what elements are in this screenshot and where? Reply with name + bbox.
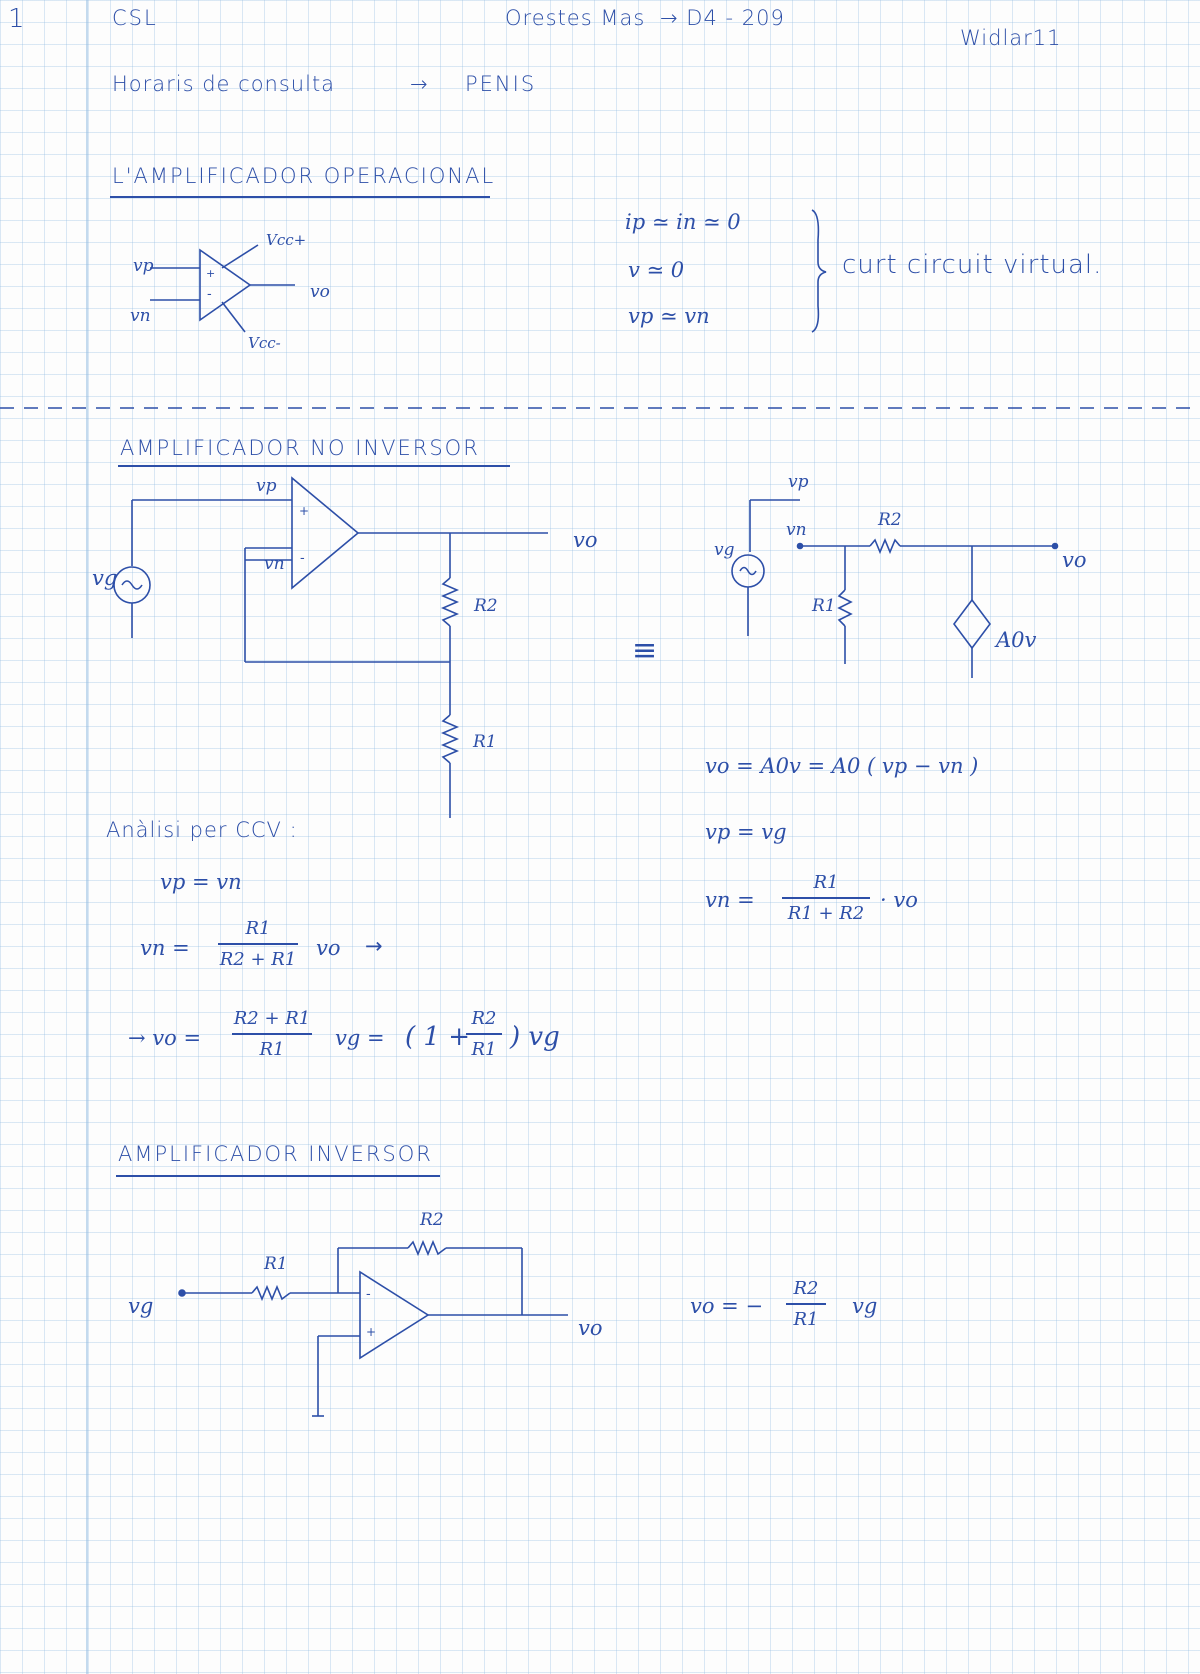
analysis-equation-2-lhs: vn = xyxy=(140,936,190,960)
circuit-vp-label: vp xyxy=(256,476,277,496)
author-mark: Widlar11 xyxy=(960,26,1062,50)
consult-value: PENIS xyxy=(465,72,537,96)
analysis-equation-2-fraction: R1 R2 + R1 xyxy=(218,918,298,970)
course-name: CSL xyxy=(112,6,158,30)
inv-minus: - xyxy=(366,1287,371,1302)
circuit-r1-label: R1 xyxy=(473,732,497,752)
page-number: 1 xyxy=(8,4,26,34)
opamp-vn-label: vn xyxy=(130,306,151,326)
model-r2-label: R2 xyxy=(878,510,902,530)
model-equation-3-rhs: · vo xyxy=(880,888,918,912)
model-equation-3-fraction: R1 R1 + R2 xyxy=(782,872,870,924)
model-equation-1: vo = A0v = A0 ( vp − vn ) xyxy=(705,754,979,778)
model-vo-label: vo xyxy=(1062,548,1087,572)
opamp-minus: - xyxy=(207,287,212,302)
equivalence-sign: ≡ xyxy=(632,633,658,668)
analysis-title: Anàlisi per CCV : xyxy=(106,818,298,842)
equation-vp-vn: vp ≃ vn xyxy=(628,304,710,328)
fraction-denominator: R1 xyxy=(793,1308,819,1330)
opamp-vp-label: vp xyxy=(133,256,154,276)
analysis-equation-2-rhs: vo xyxy=(316,936,341,960)
inv-vg-label: vg xyxy=(128,1294,154,1318)
fraction-numerator: R2 xyxy=(793,1278,819,1299)
notebook-margin-line xyxy=(86,0,88,1674)
analysis-equation-1: vp = vn xyxy=(160,870,242,894)
fraction-denominator: R1 xyxy=(259,1038,285,1060)
section-title-inverting: AMPLIFICADOR INVERSOR xyxy=(118,1142,433,1166)
teacher-name: Orestes Mas xyxy=(505,6,646,30)
equation-voltage: v ≃ 0 xyxy=(628,258,685,282)
fraction-denominator: R1 + R2 xyxy=(787,902,865,924)
opamp-vcc-minus: Vcc- xyxy=(248,334,281,352)
model-vg-label: vg xyxy=(714,540,735,560)
model-r1-label: R1 xyxy=(812,596,836,616)
equation-currents: ip ≃ in ≃ 0 xyxy=(625,210,741,234)
fraction-numerator: R1 xyxy=(813,872,839,893)
opamp-vcc-plus: Vcc+ xyxy=(266,231,307,249)
circuit-r2-label: R2 xyxy=(474,596,498,616)
fraction-numerator: R1 xyxy=(245,918,271,939)
section-title-opamp: L'AMPLIFICADOR OPERACIONAL xyxy=(112,164,496,188)
model-equation-3-lhs: vn = xyxy=(705,888,755,912)
opamp-plus: + xyxy=(206,267,216,280)
fraction-denominator: R1 xyxy=(471,1038,497,1060)
inv-equation-fraction: R2 R1 xyxy=(786,1278,826,1330)
model-vn-label: vn xyxy=(786,520,807,540)
circuit-plus: + xyxy=(299,504,310,518)
model-source-label: A0v xyxy=(996,628,1037,652)
circuit-vg-label: vg xyxy=(92,566,118,590)
analysis-equation-3-mid: vg = xyxy=(335,1026,385,1050)
analysis-equation-3-paren-open: ( 1 + xyxy=(405,1022,470,1052)
consult-arrow: → xyxy=(410,72,429,96)
inv-r2-label: R2 xyxy=(420,1210,444,1230)
title-underline xyxy=(118,465,510,467)
inv-r1-label: R1 xyxy=(264,1254,288,1274)
fraction-denominator: R2 + R1 xyxy=(219,948,297,970)
inv-plus: + xyxy=(366,1325,377,1339)
virtual-short-label: curt circuit virtual. xyxy=(842,250,1103,280)
analysis-equation-3-paren-close: ) vg xyxy=(510,1022,560,1052)
title-underline xyxy=(116,1175,440,1177)
analysis-equation-3-lhs: → vo = xyxy=(128,1026,202,1050)
title-underline xyxy=(110,196,490,198)
model-vp-label: vp xyxy=(788,472,809,492)
inv-equation-rhs: vg xyxy=(852,1294,878,1318)
fraction-numerator: R2 + R1 xyxy=(233,1008,311,1029)
inv-vo-label: vo xyxy=(578,1316,603,1340)
circuit-vn-label: vn xyxy=(264,554,285,574)
consult-label: Horaris de consulta xyxy=(112,72,336,96)
inv-equation-lhs: vo = − xyxy=(690,1294,764,1318)
circuit-vo-label: vo xyxy=(573,528,598,552)
analysis-equation-3-fraction: R2 + R1 R1 xyxy=(232,1008,312,1060)
fraction-numerator: R2 xyxy=(471,1008,497,1029)
section-title-non-inverting: AMPLIFICADOR NO INVERSOR xyxy=(120,436,480,460)
analysis-arrow: → xyxy=(365,934,383,958)
opamp-vo-label: vo xyxy=(310,282,330,302)
office-number: → D4 - 209 xyxy=(660,6,785,30)
model-equation-2: vp = vg xyxy=(705,820,787,844)
analysis-equation-3-fraction-2: R2 R1 xyxy=(466,1008,502,1060)
circuit-minus: - xyxy=(300,551,305,566)
